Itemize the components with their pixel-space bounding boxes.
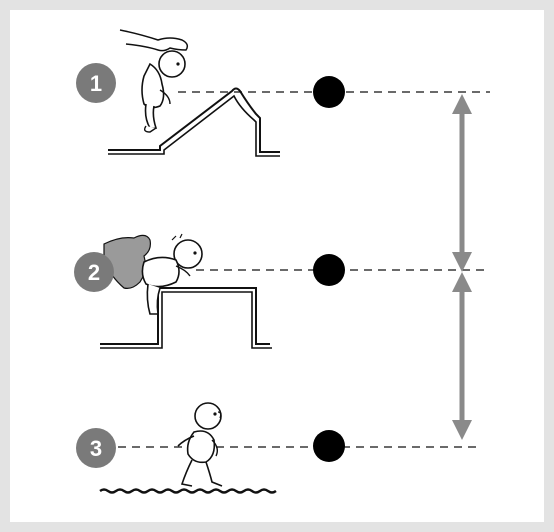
baby-head-2: [173, 239, 203, 269]
step-number-3: 3: [90, 436, 102, 461]
child-arm: [177, 435, 195, 447]
child-legs: [180, 459, 223, 487]
level-2-marker: [313, 254, 345, 286]
cabinet-outline-inner: [100, 291, 272, 349]
baby-body-2: [141, 256, 180, 288]
child-head: [194, 402, 222, 430]
roof-outline-inner: [108, 94, 280, 157]
adult-hand-1: [119, 29, 189, 52]
level-1-marker: [313, 76, 345, 108]
roof-outline: [108, 87, 280, 153]
step-badge-1: 1: [76, 63, 116, 103]
baby-legs-1: [144, 103, 158, 129]
level-3: 3: [76, 402, 478, 494]
level-3-marker: [313, 430, 345, 462]
baby-legs-2: [146, 283, 161, 315]
level-2: 2: [74, 233, 490, 349]
ground-line: [99, 488, 277, 494]
level-1: 1: [76, 29, 490, 157]
step-number-2: 2: [88, 260, 100, 285]
cabinet-outline: [100, 287, 270, 345]
adult-hand-2: [103, 234, 151, 289]
baby-head-1: [158, 50, 186, 78]
baby-body-1: [141, 62, 165, 109]
step-badge-2: 2: [74, 252, 114, 292]
diagram-panel: 1 2: [10, 10, 544, 522]
step-badge-3: 3: [76, 428, 116, 468]
step-number-1: 1: [90, 71, 102, 96]
height-diagram: 1 2: [74, 29, 490, 494]
child-body: [186, 430, 216, 464]
